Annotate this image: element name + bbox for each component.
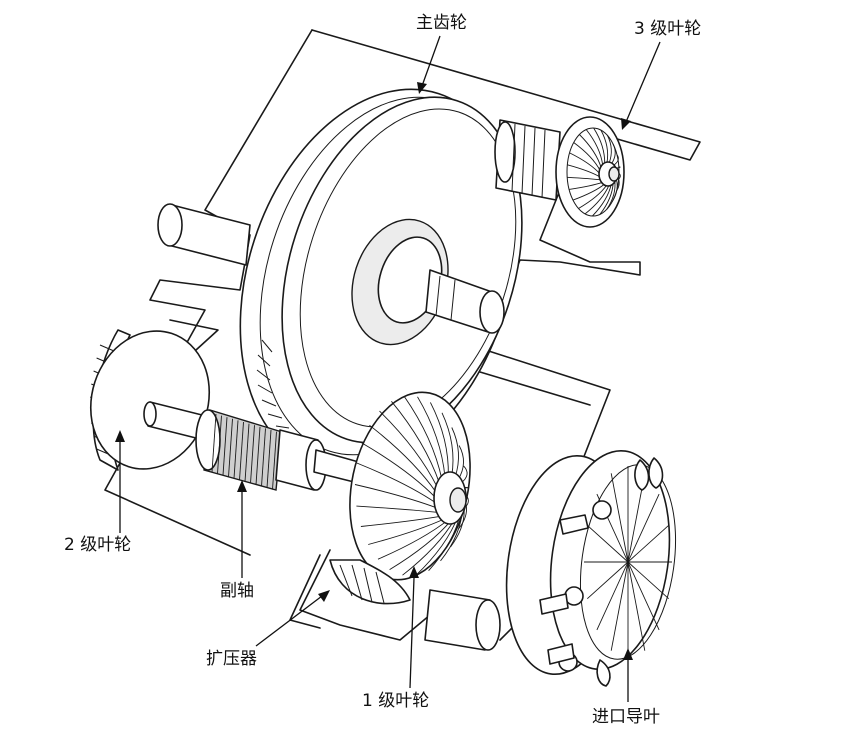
label-inlet-guide-vane-text: 进口导叶 [592, 707, 660, 727]
impeller-3 [494, 116, 625, 228]
label-inlet-guide-vane: 进口导叶 [592, 648, 660, 727]
label-main-gear-text: 主齿轮 [416, 13, 467, 33]
label-impeller-2: 2 级叶轮 [64, 430, 131, 555]
inlet-guide-vane [505, 449, 677, 687]
label-pinion-shaft-text: 副轴 [220, 581, 254, 601]
label-impeller-3: 3 级叶轮 [621, 19, 701, 130]
label-impeller-1: 1 级叶轮 [362, 566, 429, 711]
label-pinion-shaft: 副轴 [220, 480, 254, 601]
label-impeller-2-text: 2 级叶轮 [64, 535, 131, 555]
label-impeller-1-text: 1 级叶轮 [362, 691, 429, 711]
label-main-gear: 主齿轮 [416, 13, 467, 94]
label-diffuser-text: 扩压器 [206, 649, 257, 669]
main-shaft [157, 203, 505, 334]
label-diffuser: 扩压器 [206, 590, 330, 669]
main-gear [239, 88, 523, 472]
label-impeller-3-text: 3 级叶轮 [634, 19, 701, 39]
